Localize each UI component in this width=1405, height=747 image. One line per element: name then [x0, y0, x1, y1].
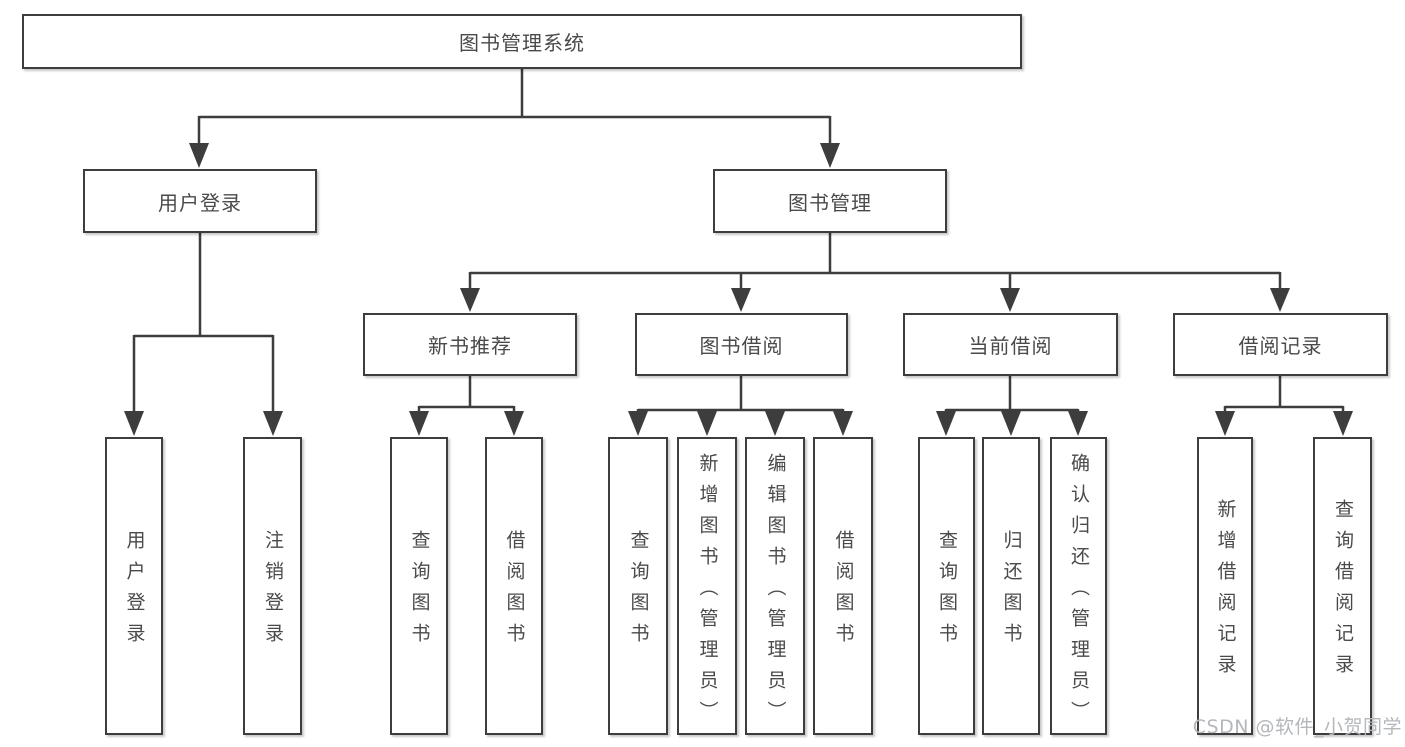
node-borrow-record: 借阅记录 [1173, 313, 1388, 376]
connector-root-to-level2 [197, 69, 832, 145]
leaf-label: 注销登录 [262, 530, 284, 654]
connector-user-login-group [132, 233, 275, 413]
leaf-borrow-books: 借阅图书 [813, 437, 873, 735]
leaf-label: 归还图书 [1000, 530, 1023, 654]
leaf-query-books-recommend: 查询图书 [390, 437, 448, 735]
leaf-label: 查询图书 [627, 530, 650, 654]
leaf-borrow-books-recommend: 借阅图书 [485, 437, 543, 735]
connector-book-mgmt-to-level3 [468, 233, 1282, 290]
leaf-label: 用户登录 [123, 530, 146, 654]
leaf-label: 借阅图书 [503, 530, 526, 654]
leaf-query-books-borrow: 查询图书 [608, 437, 668, 735]
connector-borrow-record-group [1223, 376, 1345, 413]
leaf-label: 确认归还（管理员） [1068, 452, 1090, 732]
leaf-user-login: 用户登录 [105, 437, 163, 735]
arrowheads [124, 143, 1353, 436]
csdn-watermark: CSDN @软件_小贺同学 [1192, 716, 1402, 738]
leaf-label: 查询借阅记录 [1332, 499, 1354, 685]
leaf-label: 编辑图书（管理员） [764, 452, 787, 732]
leaf-logout: 注销登录 [243, 437, 302, 735]
connector-new-book-group [417, 376, 516, 413]
leaf-confirm-return-admin: 确认归还（管理员） [1050, 437, 1107, 735]
leaf-query-borrow-record: 查询借阅记录 [1313, 437, 1372, 735]
leaf-label: 查询图书 [408, 530, 431, 654]
leaf-label: 查询图书 [936, 530, 958, 654]
leaf-query-books-current: 查询图书 [918, 437, 975, 735]
node-book-management: 图书管理 [713, 169, 947, 233]
node-new-book-recommend: 新书推荐 [363, 313, 577, 376]
leaf-return-books: 归还图书 [982, 437, 1040, 735]
node-current-borrow: 当前借阅 [903, 313, 1118, 376]
leaf-label: 新增借阅记录 [1214, 499, 1237, 685]
leaf-add-borrow-record: 新增借阅记录 [1197, 437, 1253, 735]
node-book-borrow: 图书借阅 [635, 313, 848, 376]
leaf-label: 借阅图书 [832, 530, 855, 654]
connector-book-borrow-group [636, 376, 845, 413]
leaf-add-books-admin: 新增图书（管理员） [677, 437, 737, 735]
node-user-login: 用户登录 [83, 169, 317, 233]
connector-current-borrow-group [944, 376, 1080, 413]
leaf-label: 新增图书（管理员） [696, 452, 719, 732]
leaf-edit-books-admin: 编辑图书（管理员） [745, 437, 805, 735]
node-root-system: 图书管理系统 [22, 14, 1022, 69]
